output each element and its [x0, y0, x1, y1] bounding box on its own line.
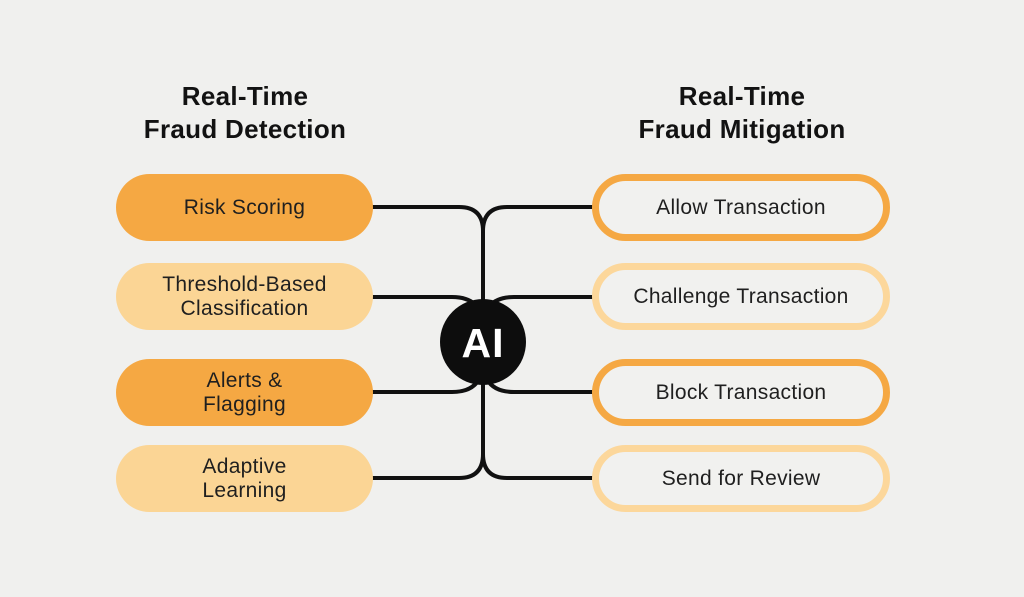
pill-adaptive-learning: Adaptive Learning [116, 445, 373, 512]
pill-send-for-review: Send for Review [592, 445, 890, 512]
pill-challenge-transaction: Challenge Transaction [592, 263, 890, 330]
ai-node-circle [440, 299, 526, 385]
pill-allow-transaction: Allow Transaction [592, 174, 890, 241]
pill-alerts-flagging: Alerts & Flagging [116, 359, 373, 426]
ai-node-label: AI [462, 320, 505, 366]
connector-review [481, 452, 594, 480]
pill-block-transaction: Block Transaction [592, 359, 890, 426]
connector-allow [481, 205, 594, 233]
pill-threshold-classification: Threshold-Based Classification [116, 263, 373, 330]
pill-risk-scoring: Risk Scoring [116, 174, 373, 241]
mitigation-heading: Real-Time Fraud Mitigation [638, 81, 846, 144]
detection-heading: Real-Time Fraud Detection [143, 81, 347, 144]
